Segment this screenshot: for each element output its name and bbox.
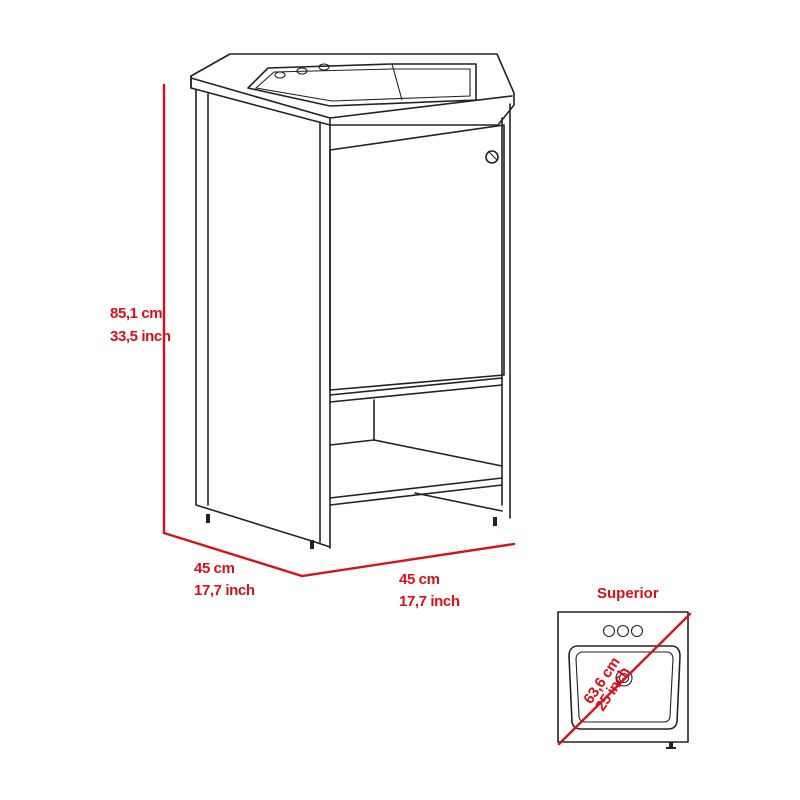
height-inch-label: 33,5 inch [110, 328, 171, 345]
top-view-basin [568, 645, 681, 730]
cabinet-front-frame [319, 103, 511, 549]
depth-width-dimension: 45 cm 17,7 inch 45 cm 17,7 inch [162, 531, 516, 610]
cabinet-legs [206, 514, 497, 549]
vanity-cabinet-drawing [190, 53, 515, 549]
faucet-holes [274, 63, 330, 79]
top-view-drain [615, 669, 633, 687]
top-view-legs [666, 742, 676, 749]
width-cm-label: 45 cm [399, 571, 440, 588]
top-view-inset: Superior 63,6 cm 25 inch [557, 585, 692, 749]
width-inch-label: 17,7 inch [399, 593, 460, 610]
depth-inch-label: 17,7 inch [194, 582, 255, 599]
height-cm-label: 85,1 cm [110, 305, 162, 322]
depth-cm-label: 45 cm [194, 560, 235, 577]
door-knob-icon [485, 150, 499, 164]
height-dimension: 85,1 cm 33,5 inch [110, 83, 171, 535]
top-view-faucet-holes [602, 624, 644, 638]
sink-basin [247, 63, 477, 107]
open-shelf [329, 399, 503, 512]
cabinet-door [329, 124, 505, 391]
top-view-title: Superior [597, 585, 659, 602]
cabinet-side-panel [195, 89, 331, 548]
